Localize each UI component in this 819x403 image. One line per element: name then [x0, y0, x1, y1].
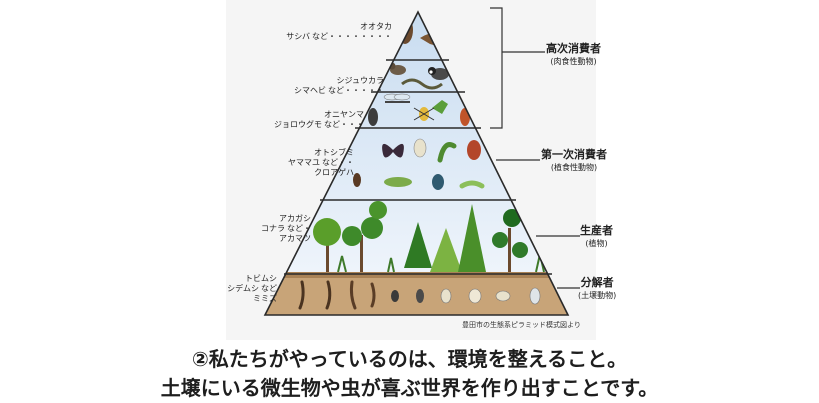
- tier-label-herbivores: オトシブミ ヤママユなど・・ クロアゲハ: [288, 148, 354, 177]
- grasshopper-icon: [384, 177, 412, 187]
- tier-label-trees: アカガシ コナラなど・ アカマツ: [261, 214, 311, 243]
- butterfly-icon: [382, 143, 404, 158]
- pyramid-outline: [263, 10, 570, 316]
- mantis-icon: [432, 100, 448, 114]
- spider-icon: [413, 107, 435, 121]
- group-brackets: [490, 7, 580, 289]
- snake-icon: [401, 78, 443, 90]
- group-label-decomposers: 分解者 (土壌動物): [578, 276, 617, 300]
- larva-icon: [459, 180, 485, 189]
- caption-line-1: ②私たちがやっているのは、環境を整えること。: [191, 347, 628, 371]
- tier-label-soil-animals: トビムシ シデムシなど ミミズ: [227, 274, 277, 303]
- caption-line-2: 土壌にいる微生物や虫が喜ぶ世界を作り出すことです。: [160, 376, 659, 400]
- beetle-icon: [368, 108, 378, 126]
- tier-label-raptors: オオタカ サシバなど・・・・・・・・: [286, 22, 392, 41]
- tier-label-dragonfly-spider: オニヤンマ ジョロウグモなど・・・: [274, 110, 364, 129]
- leaf-beetle-icon: [432, 174, 444, 190]
- weevil-icon: [353, 173, 361, 187]
- group-label-top-consumers: 高次消費者 (肉食性動物): [546, 42, 601, 66]
- dragonfly-icon: [383, 93, 411, 103]
- tier-dividers: [284, 59, 552, 275]
- caterpillar-icon: [437, 142, 457, 163]
- group-label-producers: 生産者 (植物): [580, 224, 613, 248]
- figure-source: 豊田市の生態系ピラミッド模式図より: [462, 321, 581, 329]
- trees-group: [313, 201, 545, 273]
- group-label-primary-consumers: 第一次消費者 (植食性動物): [541, 148, 607, 172]
- cocoon-icon: [413, 138, 427, 158]
- tit-bird-icon: [428, 67, 449, 80]
- shield-bug-icon: [467, 140, 481, 160]
- ecological-pyramid: [263, 7, 580, 316]
- tier-label-birds-snakes: シジュウカラ シマヘビなど・・・・・: [294, 76, 384, 95]
- ladybug-icon: [460, 108, 470, 126]
- soil-organisms-group: [298, 280, 541, 310]
